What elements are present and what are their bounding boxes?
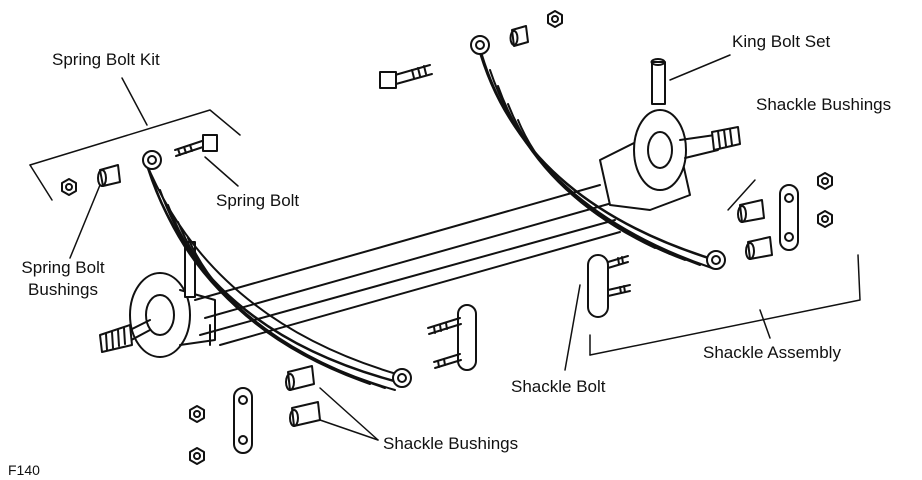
king-bolt: [650, 54, 731, 105]
label-shackle-bushings-bottom: Shackle Bushings: [383, 434, 519, 453]
label-spring-bolt: Spring Bolt: [216, 191, 300, 210]
figure-id: F140: [8, 462, 40, 478]
right-leaf-spring: [470, 35, 726, 270]
label-shackle-bushings-top: Shackle Bushings: [756, 95, 892, 114]
shackle-assembly-bracket: [589, 254, 861, 356]
right-shackle-parts: [727, 172, 833, 260]
label-shackle-bolt: Shackle Bolt: [511, 377, 606, 396]
label-spring-bolt-kit: Spring Bolt Kit: [52, 50, 160, 69]
spring-bolt-kit-parts: [61, 134, 218, 196]
left-leaf-spring: [142, 150, 412, 391]
top-bushing-and-nut: [509, 10, 563, 47]
shackle-bolt: [564, 254, 631, 371]
label-shackle-assembly: Shackle Assembly: [703, 343, 841, 362]
label-spring-bolt-bushings-line2: Bushings: [28, 280, 98, 299]
left-hub: [99, 241, 216, 358]
label-king-bolt-set: King Bolt Set: [732, 32, 831, 51]
spring-bolt-kit-bracket: [29, 77, 241, 201]
leader-lines: [69, 156, 379, 441]
label-spring-bolt-bushings-line1: Spring Bolt: [21, 258, 105, 277]
top-bolt: [379, 64, 433, 89]
left-shackle-parts: [189, 304, 477, 465]
right-hub: [599, 109, 741, 211]
